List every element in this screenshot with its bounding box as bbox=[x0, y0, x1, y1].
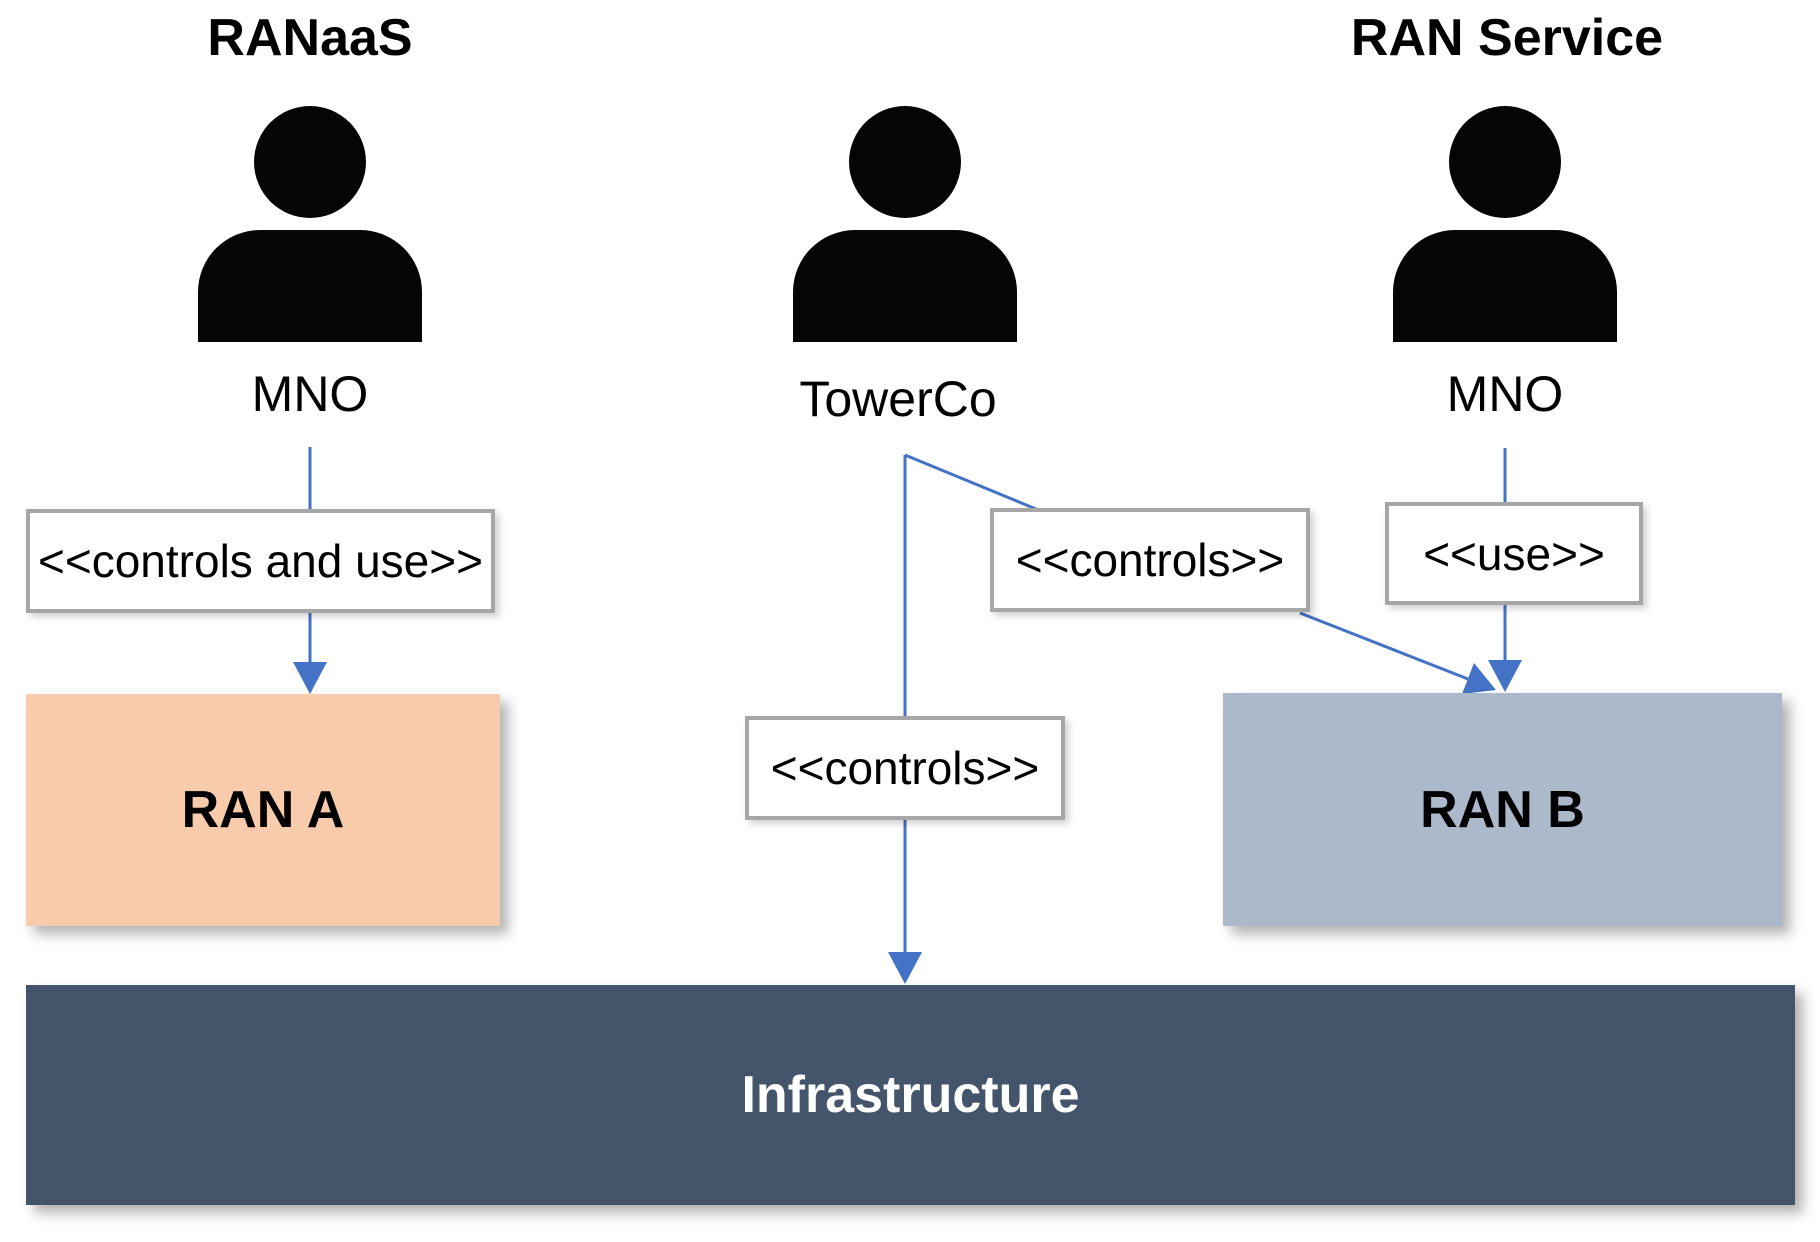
stereotype-label-controls-ranb: <<controls>> bbox=[1015, 534, 1285, 586]
actor-label-mno-left: MNO bbox=[251, 366, 369, 422]
stereotype-box-controls-infra: <<controls>> bbox=[745, 716, 1065, 820]
box-ran-a: RAN A bbox=[26, 694, 500, 926]
stereotype-label-controls-infra: <<controls>> bbox=[770, 742, 1040, 794]
stereotype-label-controls-and-use: <<controls and use>> bbox=[38, 535, 483, 587]
stereotype-box-controls-and-use: <<controls and use>> bbox=[26, 509, 495, 613]
stereotype-box-use: <<use>> bbox=[1385, 502, 1643, 605]
box-infrastructure-label: Infrastructure bbox=[741, 1066, 1080, 1124]
stereotype-box-controls-ranb: <<controls>> bbox=[990, 508, 1310, 612]
box-infrastructure: Infrastructure bbox=[26, 985, 1795, 1205]
box-ran-b: RAN B bbox=[1223, 693, 1782, 926]
person-head bbox=[254, 106, 366, 218]
person-icon-mno-left bbox=[198, 106, 422, 342]
title-ran-service: RAN Service bbox=[1350, 9, 1664, 67]
person-body bbox=[1393, 230, 1617, 342]
stereotype-label-use: <<use>> bbox=[1423, 527, 1605, 580]
person-body bbox=[198, 230, 422, 342]
person-icon-mno-right bbox=[1393, 106, 1617, 342]
actor-label-towerco: TowerCo bbox=[799, 371, 997, 427]
actor-label-mno-right: MNO bbox=[1446, 366, 1564, 422]
person-body bbox=[793, 230, 1017, 342]
person-head bbox=[849, 106, 961, 218]
person-icon-towerco bbox=[793, 106, 1017, 342]
person-head bbox=[1449, 106, 1561, 218]
title-ranaas: RANaaS bbox=[207, 9, 413, 67]
box-ran-b-label: RAN B bbox=[1420, 780, 1585, 839]
box-ran-a-label: RAN A bbox=[181, 781, 345, 839]
